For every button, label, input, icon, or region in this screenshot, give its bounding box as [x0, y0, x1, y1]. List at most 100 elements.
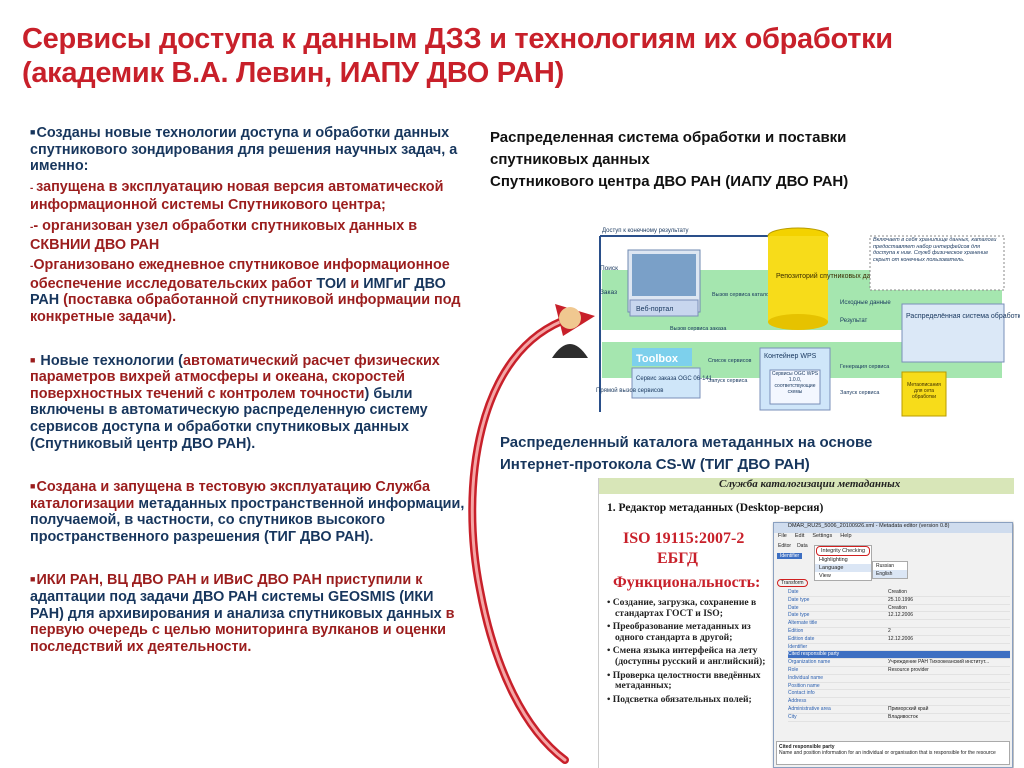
row-key: Administrative area	[788, 705, 831, 712]
row-value	[888, 675, 1010, 682]
paragraph-2: ■ Новые технологии (автоматический расче…	[30, 352, 440, 452]
row-value	[888, 690, 1010, 697]
table-row[interactable]: Edition date 12.12.2006	[788, 636, 1010, 644]
table-row[interactable]: Identifier	[788, 644, 1010, 652]
help-panel: Cited responsible party Name and positio…	[776, 741, 1010, 765]
metadata-catalog-slide: Служба каталогизации метаданных 1. Редак…	[598, 478, 1014, 768]
paragraph-1-item-2: -- организован узел обработки спутниковы…	[30, 217, 418, 253]
menu-settings[interactable]: Settings	[812, 533, 833, 539]
launch-label-2: Запуск сервиса	[840, 390, 880, 396]
row-key: Contact info	[788, 690, 815, 697]
list-label: Список сервисов	[708, 358, 752, 364]
row-value: Приморский край	[888, 705, 929, 712]
left-column: ■Созданы новые технологии доступа и обра…	[30, 124, 470, 667]
row-value: Учреждение РАН Тихоокеанский институт...	[888, 659, 990, 666]
row-value	[888, 651, 1010, 658]
distribution-diagram: Доступ к конечному результату Поиск Зака…	[552, 227, 1020, 417]
paragraph-3: ■Создана и запущена в тестовую эксплуата…	[30, 479, 465, 545]
source-label: Исходные данные	[840, 300, 891, 306]
meta-bullet: • Создание, загрузка, сохранение в станд…	[607, 597, 757, 619]
table-row[interactable]: Address	[788, 698, 1010, 706]
table-row[interactable]: Individual name	[788, 675, 1010, 683]
row-value: Creation	[888, 604, 907, 611]
tab-bar: Editor Data	[774, 543, 1012, 551]
table-row[interactable]: Role Resource provider	[788, 667, 1010, 675]
page-title: Сервисы доступа к данным ДЗЗ и технологи…	[22, 23, 893, 89]
search-label: Поиск	[600, 265, 618, 272]
wps-label: Контейнер WPS	[764, 352, 817, 360]
toolbox-logo: Toolbox	[636, 353, 679, 365]
row-value	[888, 644, 1010, 651]
wps-services-label: Сервисы OGC WPS 1.0.0, соответствующие с…	[771, 371, 819, 395]
meta-bullet: • Преобразование метаданных из одного ст…	[607, 621, 751, 643]
catalog-heading: Распределенный каталога метаданных на ос…	[500, 434, 873, 473]
row-value: Владивосток	[888, 713, 918, 720]
paragraph-4: ■ИКИ РАН, ВЦ ДВО РАН и ИВиС ДВО РАН прис…	[30, 572, 455, 655]
meta-egbd: ЕБГД	[657, 550, 699, 567]
result-label: Результат	[840, 318, 868, 324]
lang-russian[interactable]: Russian	[876, 563, 895, 569]
row-key: Position name	[788, 682, 820, 689]
table-row[interactable]: Position name	[788, 683, 1010, 691]
row-value	[888, 683, 1010, 690]
table-row[interactable]: Cited responsible party	[788, 651, 1010, 660]
table-row[interactable]: Organization name Учреждение РАН Тихоокеа…	[788, 659, 1010, 667]
bullet-icon: ■	[30, 354, 36, 365]
meta-iso: ISO 19115:2007-2	[623, 530, 745, 547]
row-key: Organization name	[788, 659, 831, 666]
menu-item-view[interactable]: View	[819, 573, 831, 579]
row-key: Alternate title	[788, 620, 818, 627]
menu-edit[interactable]: Edit	[794, 533, 805, 539]
menu-file[interactable]: File	[778, 533, 787, 539]
menu-item-integrity[interactable]: Integrity Checking	[816, 546, 870, 556]
window-title: DMAR_RU25_5006_20100926.xml - Metadata e…	[774, 523, 1012, 533]
row-key: Edition date	[788, 635, 815, 642]
table-row[interactable]: Administrative area Приморский край	[788, 706, 1010, 714]
row-key: Identifier	[788, 643, 808, 650]
menu-item-language[interactable]: Language	[815, 564, 871, 572]
transform-item[interactable]: Transform	[777, 579, 808, 587]
menu-item-highlighting[interactable]: Highlighting	[819, 557, 848, 563]
bullet-icon: ■	[30, 574, 36, 585]
tab-data[interactable]: Data	[797, 543, 808, 549]
row-key: Cited responsible party	[788, 651, 840, 658]
order-label: Заказ	[600, 289, 617, 296]
launch-label: Запуск сервиса	[708, 378, 748, 384]
paragraph-1: ■Созданы новые технологии доступа и обра…	[30, 125, 458, 175]
lang-english[interactable]: English	[873, 570, 907, 578]
catalog-call-label: Вызов сервиса каталога	[712, 292, 775, 298]
table-row[interactable]: Contact info	[788, 690, 1010, 699]
row-key: Address	[788, 698, 807, 705]
direct-call-label: Прямой вызов сервисов	[596, 387, 664, 394]
row-value: Creation	[888, 589, 907, 595]
editor-window: DMAR_RU25_5006_20100926.xml - Metadata e…	[773, 522, 1013, 768]
distributed-system-label: Распределённая система обработки данных	[906, 312, 1020, 320]
row-value: 12.12.2006	[888, 612, 914, 619]
settings-menu[interactable]: Integrity Checking Highlighting Language…	[814, 545, 872, 581]
menu-help[interactable]: Help	[840, 533, 852, 539]
row-value: 12.12.2006	[888, 635, 914, 642]
generation-label: Генерация сервиса	[840, 364, 890, 370]
tab-editor[interactable]: Editor	[778, 543, 792, 549]
row-value: Resource provider	[888, 666, 929, 673]
meta-bullet-list: • Создание, загрузка, сохранение в станд…	[607, 597, 775, 708]
row-key: Date type	[788, 596, 810, 603]
language-submenu[interactable]: Russian English	[872, 561, 908, 579]
tree-identifier[interactable]: Identifier	[777, 553, 803, 559]
diagram-heading: Распределенная система обработки и поста…	[490, 129, 849, 190]
order-call-label: Вызов сервиса заказа	[670, 326, 727, 332]
meta-functionality: Функциональность:	[613, 574, 761, 591]
row-key: Role	[788, 666, 799, 673]
meta-header: Служба каталогизации метаданных	[599, 478, 1014, 494]
meta-bullet: • Смена языка интерфейса на лету (доступ…	[607, 645, 766, 667]
row-value: 2	[888, 627, 891, 634]
bullet-icon: ■	[30, 481, 36, 492]
table-row[interactable]: Alternate title	[788, 620, 1010, 628]
